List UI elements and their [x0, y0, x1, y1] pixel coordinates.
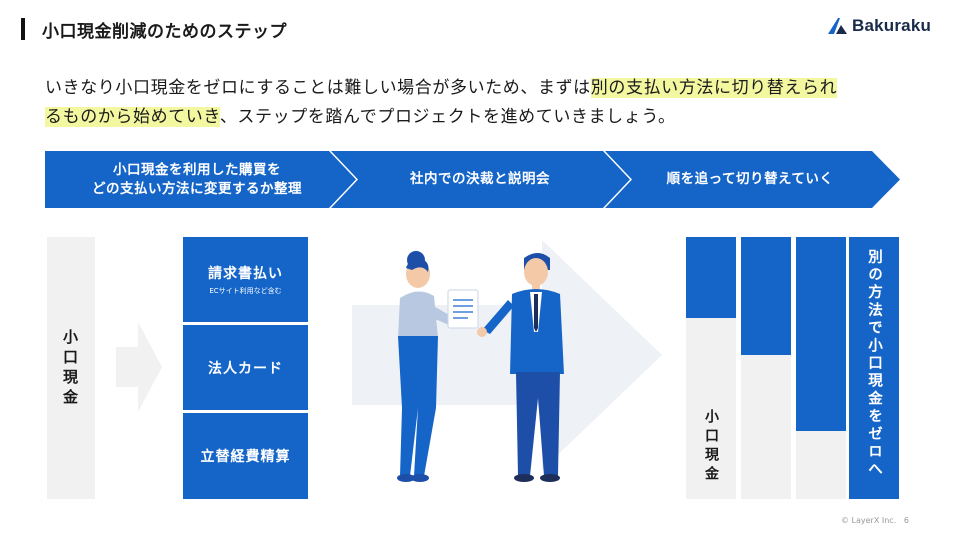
method-expense-reimbursement-name: 立替経費精算 — [200, 449, 291, 465]
arrow-right-icon — [116, 322, 162, 412]
zero-petty-cash-box: 別の方法で小口現金をゼロへ — [849, 237, 899, 499]
big-arrow-icon — [352, 240, 662, 470]
man-figure — [477, 253, 564, 482]
page-title: 小口現金削減のためのステップ — [42, 22, 287, 42]
method-expense-reimbursement: 立替経費精算 — [183, 413, 308, 499]
bakuraku-logo: Bakuraku — [826, 16, 931, 36]
step-2-chevron — [331, 151, 630, 208]
handover-illustration — [397, 251, 564, 482]
intro-text-1: いきなり小口現金をゼロにすることは難しい場合が多いため、まずは — [45, 78, 591, 98]
column-2-replaced-fill — [741, 237, 791, 355]
page-number: 6 — [903, 516, 909, 525]
payment-methods: 請求書払い ECサイト利用など含む 法人カード 立替経費精算 — [183, 237, 308, 499]
method-invoice-note: ECサイト利用など含む — [209, 287, 282, 295]
step-1-label: 小口現金を利用した購買をどの支払い方法に変更するか整理 — [55, 151, 339, 208]
footer: © LayerX Inc. 6 — [841, 516, 909, 525]
petty-cash-remaining-label: 小口現金 — [703, 409, 719, 485]
method-corporate-card: 法人カード — [183, 325, 308, 410]
petty-cash-column-2 — [741, 237, 791, 499]
zero-petty-cash-label: 別の方法で小口現金をゼロへ — [866, 249, 882, 480]
intro-highlight-1: 別の支払い方法に切り替えられ — [590, 78, 838, 98]
column-3-replaced-fill — [796, 237, 846, 431]
title-accent-bar — [21, 18, 25, 40]
step-2-label: 社内での決裁と説明会 — [410, 171, 550, 187]
step-chevrons — [45, 151, 900, 208]
document-icon — [447, 289, 479, 329]
petty-cash-column-3 — [796, 237, 846, 499]
column-1-replaced-fill — [686, 237, 736, 319]
step-1-line-1: 小口現金を利用した購買を — [113, 161, 281, 178]
intro-text-2: 、ステップを踏んでプロジェクトを進めていきましょう。 — [219, 107, 676, 127]
copyright-text: © LayerX Inc. — [841, 516, 897, 525]
petty-cash-current-label: 小口現金 — [61, 329, 79, 409]
step-1-chevron — [45, 151, 356, 208]
petty-cash-current-bar: 小口現金 — [47, 237, 95, 499]
bakuraku-logo-icon — [828, 18, 847, 34]
step-3-label: 順を追って切り替えていく — [666, 171, 834, 187]
intro-highlight-2: るものから始めていき — [45, 107, 220, 127]
method-invoice-name: 請求書払い — [208, 266, 283, 282]
method-invoice: 請求書払い ECサイト利用など含む — [183, 237, 308, 322]
petty-cash-column-1: 小口現金 — [686, 237, 736, 499]
method-corporate-card-name: 法人カード — [208, 360, 283, 377]
woman-figure — [397, 251, 462, 482]
logo-text: Bakuraku — [852, 16, 932, 35]
step-1-line-2: どの支払い方法に変更するか整理 — [92, 180, 302, 197]
step-3-chevron — [605, 151, 900, 208]
step-flow: 小口現金を利用した購買をどの支払い方法に変更するか整理 社内での決裁と説明会 順… — [45, 151, 905, 208]
intro-paragraph: いきなり小口現金をゼロにすることは難しい場合が多いため、まずは別の支払い方法に切… — [45, 74, 925, 132]
